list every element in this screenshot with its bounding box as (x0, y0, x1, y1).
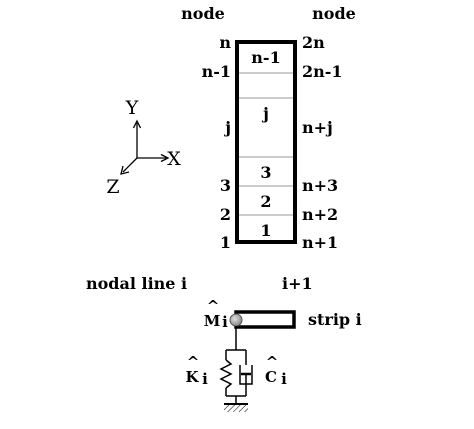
axis-label-x: X (167, 148, 181, 170)
nodal-line-label: nodal line i (86, 274, 187, 293)
spring-label: K (185, 368, 199, 386)
left-node-3: 3 (220, 176, 231, 195)
strip-i-rect (234, 310, 296, 329)
strip-label-2: 2 (260, 192, 271, 211)
mass-label: M (204, 312, 221, 330)
spring-subscript: i (202, 370, 208, 388)
strip-label-1: 1 (260, 221, 271, 240)
left-node-1: 1 (220, 233, 231, 252)
right-node-2n: 2n (302, 33, 325, 52)
strip-label-n-minus-1: n-1 (251, 48, 280, 67)
right-node-n-plus-2: n+2 (302, 205, 338, 224)
strip-column (235, 40, 297, 244)
right-node-header: node (312, 4, 356, 23)
nodal-line-next-label: i+1 (282, 274, 313, 293)
mass-subscript: i (222, 313, 228, 331)
right-node-n-plus-j: n+j (302, 118, 333, 137)
damper-hat: ^ (266, 353, 279, 371)
strip-label-3: 3 (260, 163, 271, 182)
right-node-n-plus-3: n+3 (302, 176, 338, 195)
mass-hat: ^ (207, 297, 220, 315)
left-node-n-minus-1: n-1 (202, 62, 231, 81)
damper-subscript: i (281, 370, 287, 388)
ground-hatch (224, 405, 248, 412)
damper-label: C (265, 368, 277, 386)
strip-label-j: j (261, 104, 269, 123)
right-node-n-plus-1: n+1 (302, 233, 338, 252)
mass-node (229, 313, 243, 327)
left-node-2: 2 (220, 205, 231, 224)
left-node-n: n (219, 33, 231, 52)
axis-label-y: Y (125, 97, 139, 119)
right-node-2n-minus-1: 2n-1 (302, 62, 343, 81)
left-node-header: node (181, 4, 225, 23)
left-node-j: j (223, 118, 231, 137)
spring-hat: ^ (187, 353, 200, 371)
strip-i-label: strip i (308, 310, 362, 329)
coordinate-axes (120, 119, 170, 175)
axis-label-z: Z (106, 176, 119, 198)
spring-damper-support (219, 326, 253, 405)
